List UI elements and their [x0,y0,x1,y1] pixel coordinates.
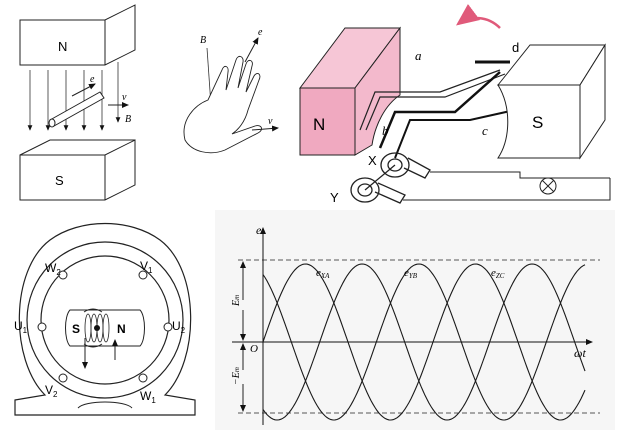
terminal-v2-label: V2 [45,383,58,399]
waveform-curves [262,263,586,421]
origin-label: O [250,343,258,355]
right-hand-rule-panel: B e v [183,27,279,154]
rotation-arrow-icon [455,4,501,29]
field-label: B [125,114,131,125]
em-label: Em [231,295,242,307]
neg-em-label: −Em [231,367,242,385]
e-axis-label: e [256,223,262,237]
waveform-eYB [262,263,586,421]
terminal-w2-label: W2 [45,261,61,277]
conductor-in-field-panel: N e v B S [19,4,136,201]
coil-label-b: b [382,123,389,138]
south-magnet: S [496,43,606,160]
terminal-u1-label: U1 [14,319,28,335]
ring-label-x: X [368,153,377,168]
rotor-magnet: S N [65,308,145,369]
terminal-u2-label: U2 [172,319,186,335]
conductor-rod [48,91,105,128]
hand-field-label: B [200,35,206,46]
coil-label-d: d [512,40,519,55]
eYB-label: eYB [404,267,418,280]
generator-panel: N a b c d S X Y [299,4,611,205]
ring-label-y: Y [330,190,339,205]
armature-coil [359,69,516,159]
coil-label-a: a [415,48,422,63]
rotor-north-label: N [117,322,126,336]
three-phase-generator-panel: S N W2 V1 U1 U2 V2 W1 [14,222,196,416]
north-pole-label: N [58,39,67,54]
rotor-south-label: S [72,322,80,336]
generator-north-label: N [313,115,325,134]
emf-label: e [90,74,95,85]
terminal-v1-label: V1 [140,259,153,275]
three-phase-waveform-panel: Em −Em e O ωt eXA eYB eZC [215,210,615,430]
waveform-eXA [262,263,586,421]
velocity-label: v [122,92,127,103]
eXA-label: eXA [316,267,330,280]
terminal-w1-label: W1 [140,389,156,405]
hand-icon [183,55,262,154]
generator-south-label: S [532,113,543,132]
eZC-label: eZC [491,267,505,280]
hand-velocity-label: v [268,116,273,127]
south-pole-label: S [55,173,64,188]
waveform-eZC [262,263,586,421]
hand-emf-label: e [258,27,263,38]
slip-rings [350,152,431,204]
external-circuit [403,171,611,201]
coil-label-c: c [482,123,488,138]
